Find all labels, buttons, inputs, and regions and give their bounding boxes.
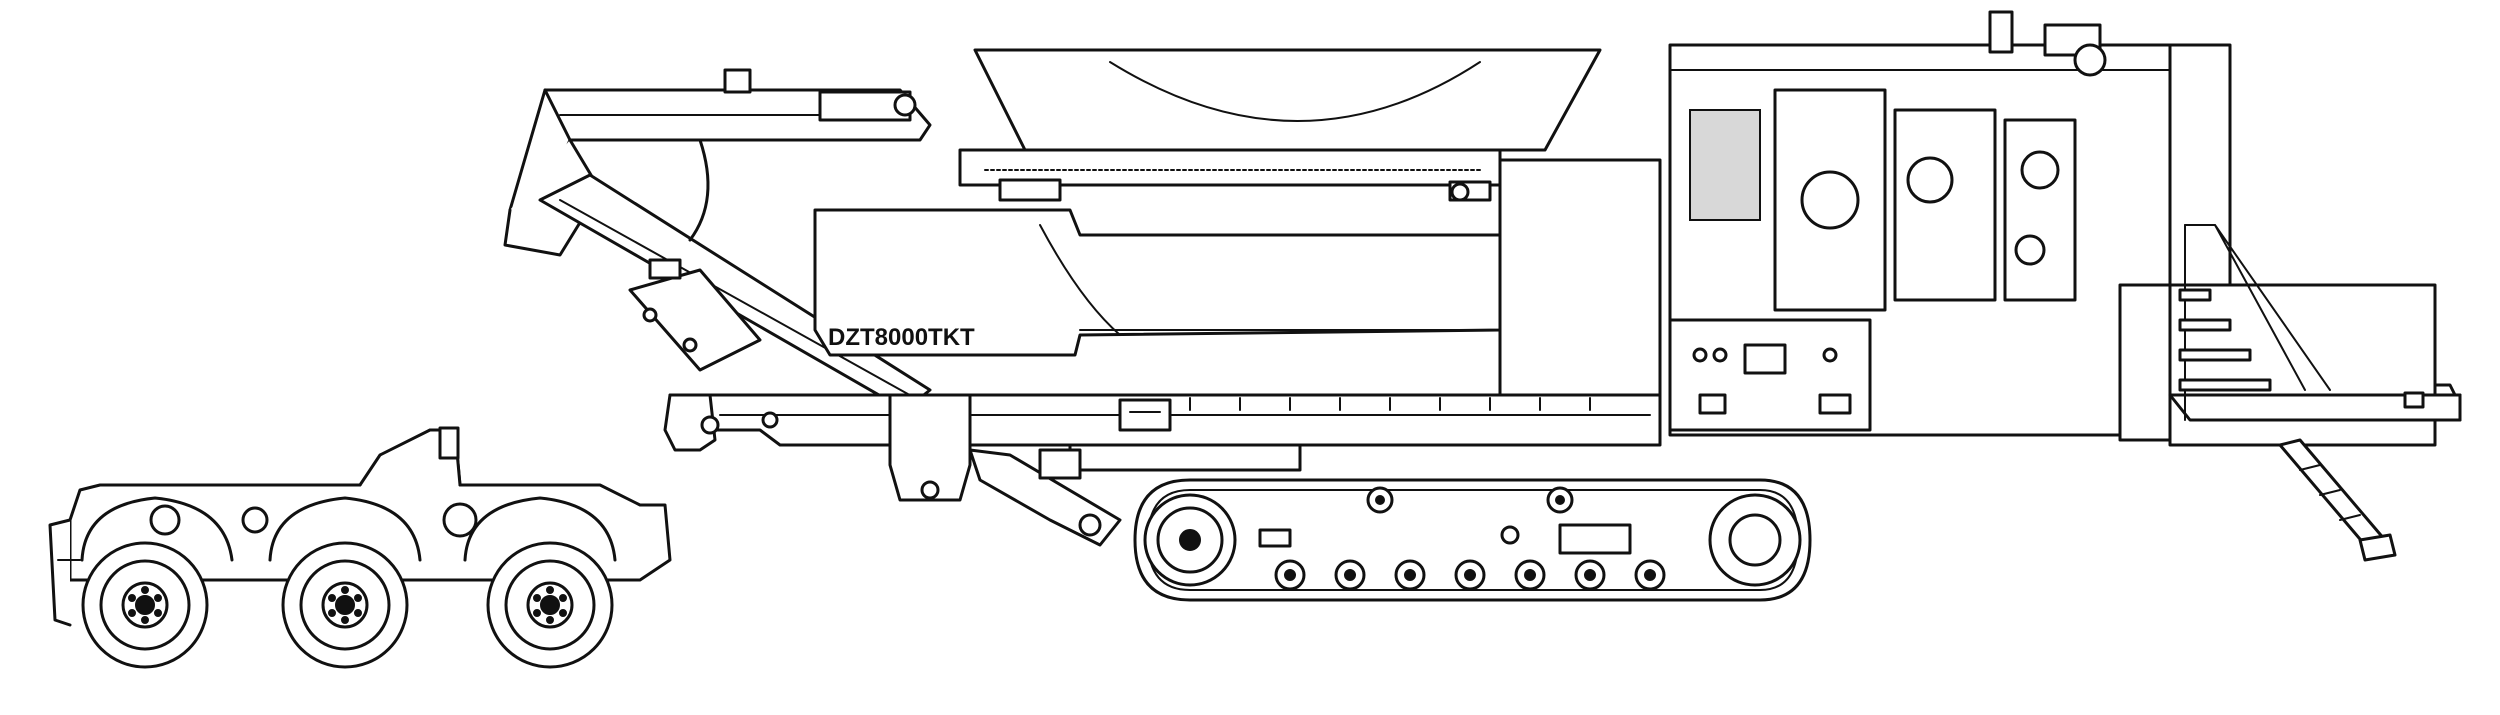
fifth-wheel-post [438,426,460,460]
gooseneck [663,393,717,452]
tractor-wheel-3 [486,541,614,669]
turbo [2020,150,2060,190]
truck-tractor [48,426,672,669]
exhaust-stack [1988,10,2014,54]
hopper: DZT8000TKT [813,48,1662,397]
alternator [1906,156,1954,204]
engine-cowl [2168,43,2232,287]
frame-plate-1 [149,504,181,536]
handrail [2184,224,2331,391]
engine-pulley [1800,170,1860,230]
frame-plate-3 [442,502,478,538]
track-assembly [1133,478,1812,602]
rear-beam [2168,393,2462,422]
engine-manifold [1893,108,1997,302]
rear-deck [2168,224,2462,562]
engine-compartment [1668,10,2232,442]
idler-wheel [1708,493,1802,587]
rear-light [2403,391,2425,409]
radiator-box [1689,109,1761,221]
track-plate-left [1258,528,1292,548]
hopper-bracket-left [998,178,1062,202]
center-support [888,393,972,502]
fender-2 [268,496,422,562]
tractor-wheel-1 [81,541,209,669]
track-plate-right [1558,523,1632,555]
strut-clamp [648,258,682,280]
drive-sprocket [1143,493,1237,587]
main-frame [663,393,1662,547]
control-display [1743,343,1787,375]
frame-plate-2 [241,506,269,534]
head-pulley [893,93,917,117]
lower-arm-clamp [1038,448,1082,480]
conveyor-strut [688,138,710,242]
turbo-section [2003,118,2077,302]
junction-box [1118,398,1172,432]
hopper-curve [1109,61,1481,122]
frame-ticks [1189,397,1591,411]
engine-side-panel [1498,158,1662,397]
hopper-top [973,48,1602,152]
model-label: DZT8000TKT [828,324,975,351]
top-bracket [723,68,752,94]
rear-bumper [48,518,72,627]
tractor-wheel-2 [281,541,409,669]
lower-step-plate [1068,443,1302,472]
track-rollers [1274,486,1666,591]
access-stairs [2178,288,2272,392]
